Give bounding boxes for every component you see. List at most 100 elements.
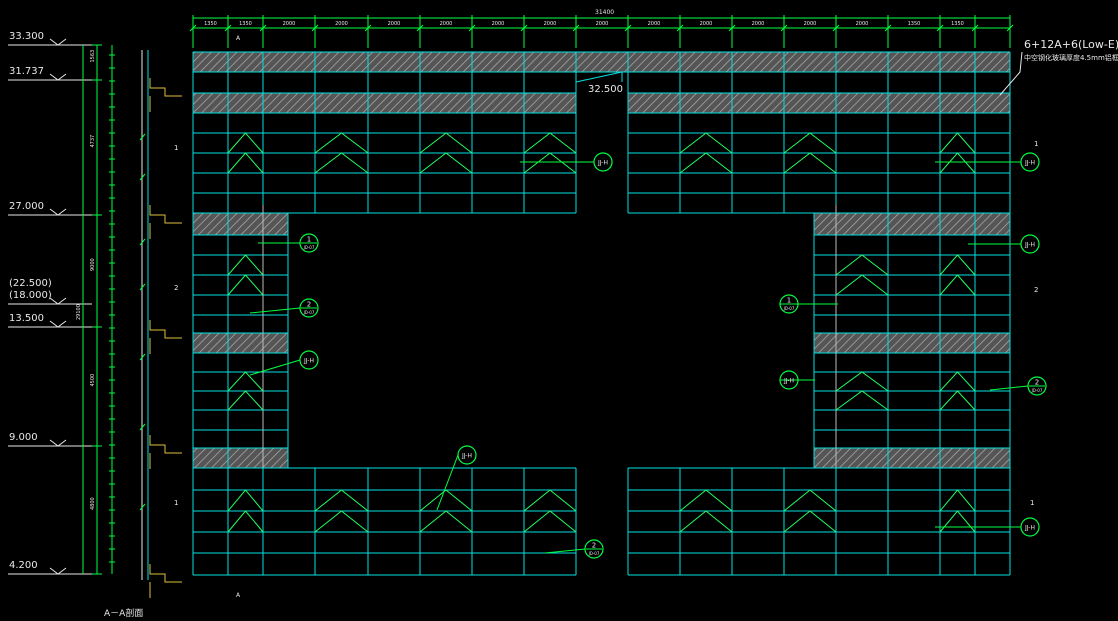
slab-edge (149, 320, 182, 339)
dimension-slash (780, 24, 788, 32)
dimension-slash (259, 24, 267, 32)
spandrel-band (193, 333, 288, 353)
side-mark-1-right: 1 (1034, 140, 1038, 148)
spandrel-band (193, 52, 576, 72)
level-triangle (49, 297, 67, 305)
side-mark-1-left: 1 (174, 144, 178, 152)
glass-spec-line1: 6+12A+6(Low-E) (1024, 38, 1118, 51)
callout-number: JJ-H (783, 378, 794, 385)
dimension-slash (520, 24, 528, 32)
level-value: 4.200 (9, 560, 38, 571)
spandrel-band (576, 52, 628, 72)
section-vent (139, 173, 146, 181)
vent-chevron (227, 254, 264, 276)
dimension-value: 2000 (544, 21, 557, 27)
vent-chevron (679, 132, 733, 154)
vent-chevron (227, 489, 264, 512)
section-vent (139, 353, 146, 361)
level-marks: 33.30031.73727.000(22.500)(18.000)13.500… (8, 31, 115, 575)
slab-edge (149, 435, 182, 454)
dimension-slash (832, 24, 840, 32)
level-triangle (49, 73, 67, 81)
callout-circle (299, 233, 319, 253)
vent-chevron (227, 152, 264, 174)
vent-chevron (835, 254, 889, 276)
vent-chevron (783, 152, 837, 174)
callout-circle (584, 539, 604, 559)
dimension-value: 2000 (440, 21, 453, 27)
vent-chevron (939, 152, 976, 174)
dimension-value: 2000 (648, 21, 661, 27)
callout-leader (249, 307, 301, 314)
vent-chevron (939, 254, 976, 276)
dimension-slash (936, 24, 944, 32)
callout-sheet: JD-07 (303, 310, 315, 315)
callout-number: JJ-H (1024, 525, 1035, 532)
vent-chevron (419, 489, 473, 512)
axis-a-top: A (236, 35, 241, 42)
vent-chevron (939, 510, 976, 533)
callout-circle (299, 350, 319, 370)
vent-chevron (679, 510, 733, 533)
side-mark-3-left: 1 (174, 499, 178, 507)
vent-chevron (227, 132, 264, 154)
vent-chevron (523, 489, 577, 512)
glass-spec-line2: 中空钢化玻璃厚度4.5mm铝框 (1024, 53, 1118, 62)
dimension-slash (189, 24, 197, 32)
overall-dim: 31400 (595, 9, 614, 16)
callout-number: 1 (307, 236, 311, 244)
spandrel-band (814, 213, 1010, 235)
callout-number: JJ-H (1024, 160, 1035, 167)
vent-chevron (679, 152, 733, 174)
callout-number: 2 (1035, 379, 1039, 387)
callout-circle (1027, 376, 1047, 396)
vent-chevron (679, 489, 733, 512)
callout-circle (1020, 152, 1040, 172)
callout-leader (436, 454, 459, 511)
callout-number: JJ-H (461, 453, 472, 460)
spandrel-band (193, 93, 576, 113)
side-section (139, 50, 182, 598)
dimension-slash (884, 24, 892, 32)
section-vent (139, 503, 146, 511)
level-triangle (49, 208, 67, 216)
callout-circle (1020, 517, 1040, 537)
vent-chevron (314, 510, 369, 533)
dimension-value: 1350 (908, 21, 921, 27)
vert-dim-value: 4737 (90, 135, 96, 148)
callout-circle (457, 445, 477, 465)
level-value: 27.000 (9, 201, 44, 212)
vent-chevron (419, 510, 473, 533)
dimension-slash (311, 24, 319, 32)
dimension-slash (971, 24, 979, 32)
level-triangle (49, 320, 67, 328)
vent-chevron (835, 274, 889, 296)
dimension-value: 2000 (335, 21, 348, 27)
dimension-value: 2000 (752, 21, 765, 27)
dimension-slash (676, 24, 684, 32)
spandrel-band (193, 213, 288, 235)
vent-chevron (939, 489, 976, 512)
level-triangle (49, 38, 67, 46)
spandrel-band (628, 93, 1010, 113)
spandrel-band (814, 333, 1010, 353)
spandrel-band (814, 448, 1010, 468)
vent-chevron (783, 510, 837, 533)
dimension-slash (416, 24, 424, 32)
callout-number: 1 (787, 297, 791, 305)
vent-chevron (314, 152, 369, 174)
dimension-value: 2000 (388, 21, 401, 27)
vent-chevron (227, 274, 264, 296)
callout-circle (593, 152, 613, 172)
vent-chevron (419, 152, 473, 174)
callout-sheet: JD-07 (783, 306, 795, 311)
curtain-wall-grid (192, 51, 1011, 576)
dimension-slash (468, 24, 476, 32)
callout-circle (779, 294, 799, 314)
callout-number: JJ-H (303, 358, 314, 365)
vent-chevron (314, 489, 369, 512)
dimension-slash (728, 24, 736, 32)
vent-chevron (523, 510, 577, 533)
vent-chevron (523, 132, 577, 154)
